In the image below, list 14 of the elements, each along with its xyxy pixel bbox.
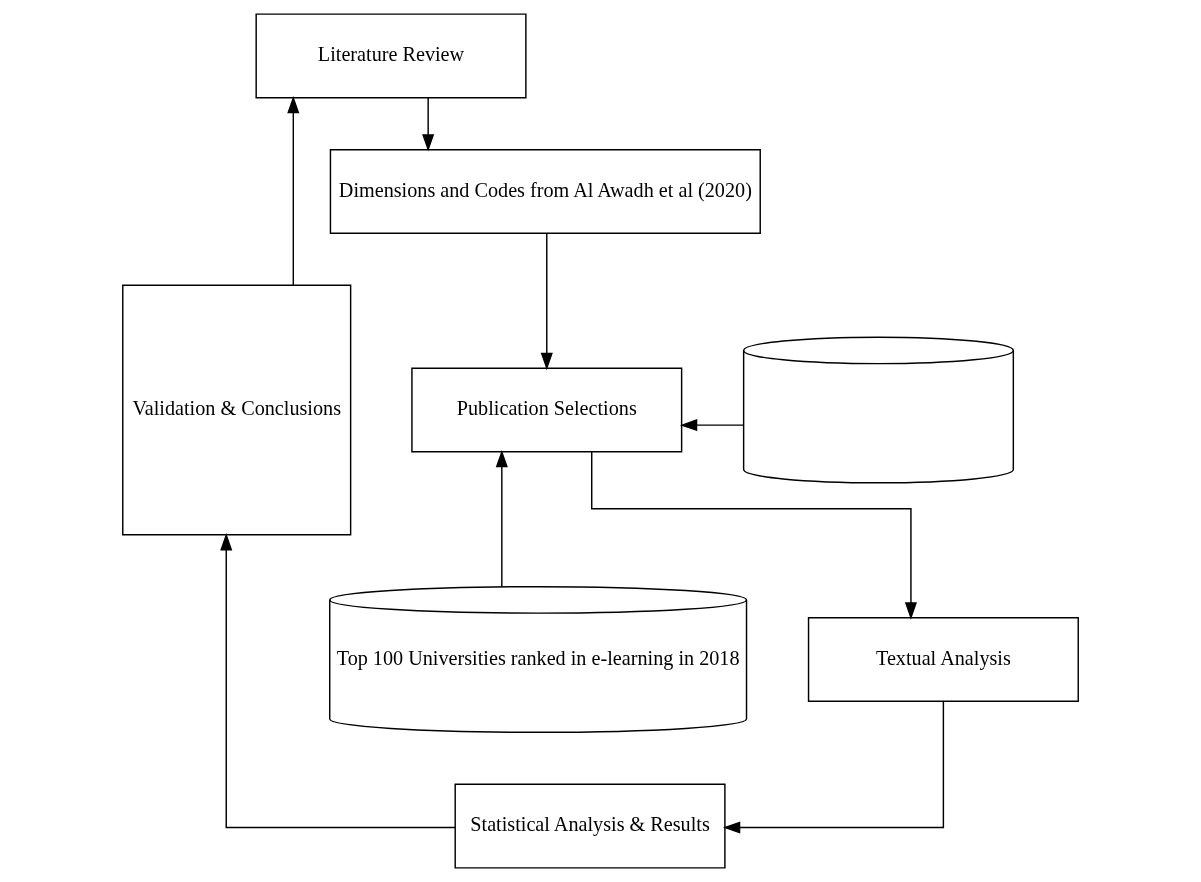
node-box: Dimensions and Codes from Al Awadh et al (2020) [329, 148, 761, 235]
arrow [722, 700, 945, 834]
node-box: Textual Analysis [807, 616, 1079, 703]
node-box: Validation & Conclusions [122, 284, 352, 536]
arrow [495, 449, 508, 588]
node-box: Publication Selections [411, 367, 683, 453]
node-box: Statistical Analysis & Results [454, 783, 726, 869]
arrow [287, 96, 300, 286]
arrow [679, 419, 745, 432]
node-box: Literature Review [255, 13, 527, 99]
arrow [540, 232, 553, 371]
arrow [591, 451, 917, 620]
arrow [220, 533, 456, 829]
arrow [422, 97, 435, 152]
